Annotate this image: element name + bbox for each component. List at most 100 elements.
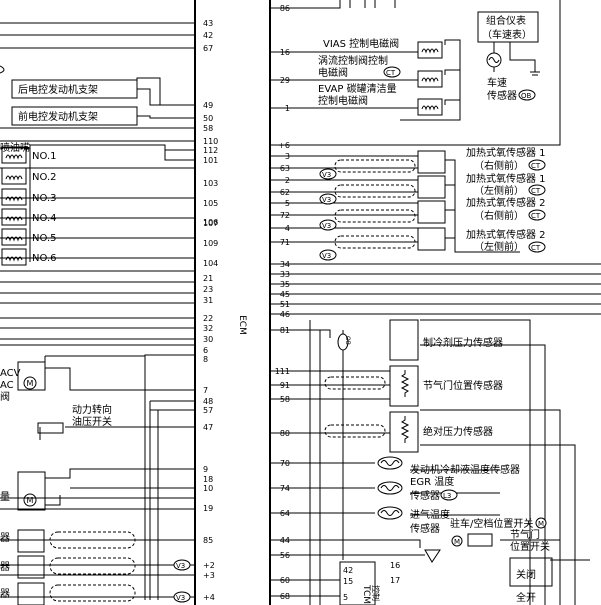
left-wiring <box>0 22 195 600</box>
ctps-switch-box <box>509 557 553 587</box>
pin-label: 106 <box>203 218 218 227</box>
v3-tags-left: V3 V3 <box>173 559 191 603</box>
pin-label: +4 <box>203 593 215 602</box>
refrig-label: 制冷剂压力传感器 <box>423 336 503 349</box>
rear-bracket-label: 后电控发动机支架 <box>18 83 98 96</box>
egr-label-1: EGR 温度 <box>410 475 454 488</box>
acv-motor-m: M <box>27 379 34 388</box>
pin-label: 18 <box>203 475 213 484</box>
pin-label: 110 <box>203 137 218 146</box>
tcm-pin-15: 15 <box>343 577 353 586</box>
pin-label: 47 <box>203 423 213 432</box>
injector-title: 喷油嘴 <box>0 141 30 154</box>
tcm-diode-icon <box>424 549 441 563</box>
swirl-label-2: 电磁阀 <box>318 66 348 79</box>
thermistors <box>377 456 403 520</box>
o2-v3-tags: V3 V3 V3 V3 <box>319 168 337 261</box>
o2-ct-tags: CT CT CT CT <box>528 159 546 253</box>
injector-coil-symbol <box>5 236 23 242</box>
injector-label: NO.2 <box>32 172 57 183</box>
pin-label: 67 <box>203 44 213 53</box>
sensor-box-3 <box>17 582 45 605</box>
pin-label: 23 <box>203 285 213 294</box>
vss-label-1: 车速 <box>487 76 507 89</box>
sensor-shields-right <box>324 376 386 438</box>
evap-label-1: EVAP 碳罐清洁量 <box>318 82 397 95</box>
pin-label: 8 <box>203 355 208 364</box>
svg-text:V3: V3 <box>176 562 185 570</box>
l3-tag <box>440 489 458 501</box>
pin-label: 85 <box>203 536 213 545</box>
ob-tag-vss <box>518 89 536 101</box>
pin-label: 43 <box>203 19 213 28</box>
park-m-tag-text: M <box>538 520 544 528</box>
injector-coil <box>1 188 27 206</box>
solenoid-group <box>417 41 443 116</box>
vss-label-2: 传感器 <box>487 89 517 102</box>
cluster-label-2: （车速表） <box>482 28 532 41</box>
ps-switch-body <box>37 422 64 434</box>
pin-label: +3 <box>203 571 215 580</box>
pin-label: 105 <box>203 199 218 208</box>
egr-label-2: 传感器 <box>410 489 440 502</box>
motor2-m: M <box>27 496 34 505</box>
svg-text:CT: CT <box>531 212 541 220</box>
motor2-box <box>17 471 46 511</box>
o2-sensor-boxes <box>417 150 446 251</box>
injector-coil <box>1 146 27 164</box>
iat-label-1: 进气温度 <box>410 508 450 521</box>
device-fragment-3: 器 <box>0 588 10 600</box>
ct-tag-swirl-text: CT <box>386 69 396 77</box>
pin-label: 30 <box>203 335 213 344</box>
sensor-box-2 <box>17 555 45 579</box>
o2-4-label-a: 加热式氧传感器 2 <box>466 228 546 241</box>
tcm-box <box>339 561 376 605</box>
pin-label: 101 <box>203 156 218 165</box>
injector-coil-symbol <box>5 154 23 160</box>
pin-label: 49 <box>203 101 213 110</box>
pin-label: 6 <box>203 346 208 355</box>
injector-coil-symbol <box>5 216 23 222</box>
pin-label: +2 <box>203 561 215 570</box>
vss-wiring <box>493 42 540 76</box>
tcm-pin-42: 42 <box>343 566 353 575</box>
acv-motor-box <box>17 361 46 391</box>
injector-coil <box>1 248 27 266</box>
pin-label: 7 <box>203 386 208 395</box>
refrig-sensor-box <box>389 319 419 361</box>
pin-16-label: 16 <box>390 561 400 570</box>
injector-group: NO.1NO.2NO.3NO.4NO.5NO.6 <box>1 146 57 266</box>
svg-text:V3: V3 <box>322 196 331 204</box>
combination-meter-box <box>477 11 539 43</box>
pin-label: 32 <box>203 324 213 333</box>
device-fragment-2: 器 <box>0 561 10 573</box>
tps-resistor <box>400 370 410 397</box>
wot-label: 全开 <box>516 591 536 604</box>
l3-tag-text: L3 <box>443 492 451 500</box>
map-resistor <box>400 416 410 443</box>
tcm-pin-5: 5 <box>343 593 348 602</box>
pin-label: 109 <box>203 239 218 248</box>
ob-tag-vss-text: OB <box>521 92 532 100</box>
injector-label: NO.4 <box>32 213 57 224</box>
pin-label: 50 <box>203 114 213 123</box>
swirl-label-1: 涡流控制阀控制 <box>318 54 388 67</box>
pin-label: 21 <box>203 274 213 283</box>
svg-text:V3: V3 <box>176 594 185 602</box>
pin-label: 22 <box>203 314 213 323</box>
ecm-label: ECM <box>237 315 247 335</box>
motor2-icon <box>23 493 37 507</box>
park-switch-label: 驻车/空档位置开关 <box>450 517 533 530</box>
injector-coil <box>1 167 27 185</box>
pin-label: 19 <box>203 504 213 513</box>
closed-label: 关闭 <box>516 568 536 581</box>
pin-label: 112 <box>203 146 218 155</box>
park-m-tag-2-text: M <box>454 538 460 546</box>
o2-shields <box>334 159 416 249</box>
ctps-label-2: 位置开关 <box>510 540 550 553</box>
o2-3-label-b: （右侧前） <box>474 209 524 222</box>
device-fragment-1: 器 <box>0 532 10 544</box>
injector-coil-symbol <box>5 256 23 262</box>
injector-label: NO.3 <box>32 193 57 204</box>
ps-switch-label-2: 油压开关 <box>72 415 112 428</box>
